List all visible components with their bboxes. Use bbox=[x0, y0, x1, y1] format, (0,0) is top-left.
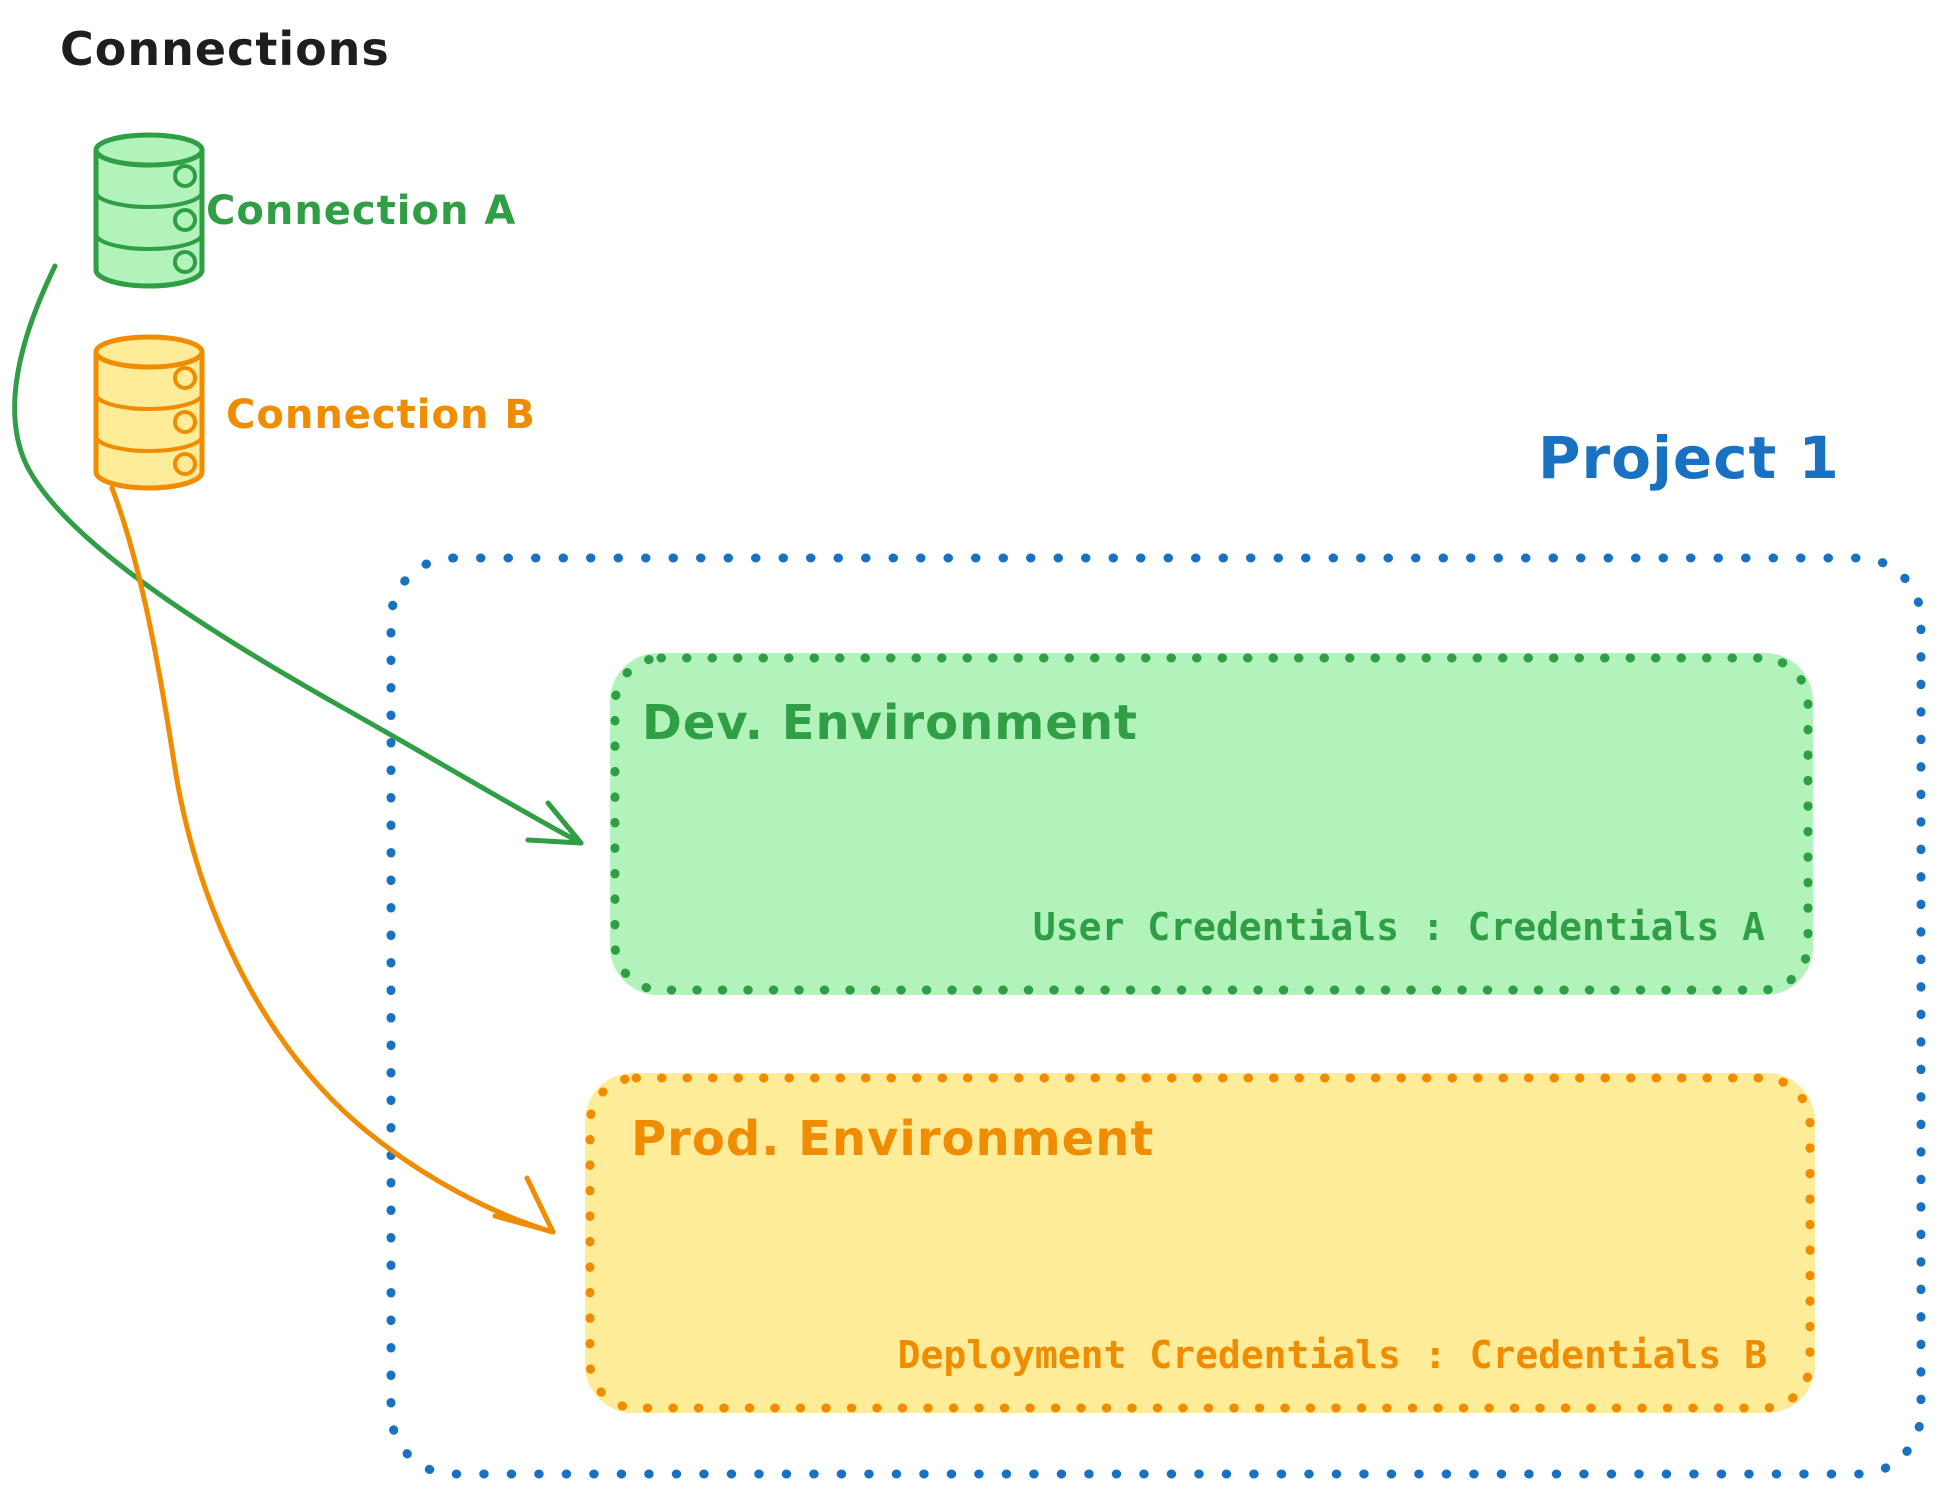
dev-environment-box: Dev. Environment User Credentials : Cred… bbox=[610, 653, 1813, 995]
connection-b-label: Connection B bbox=[226, 392, 536, 438]
database-icon bbox=[93, 334, 205, 491]
database-icon bbox=[93, 132, 205, 289]
connections-section-title: Connections bbox=[60, 22, 390, 76]
dev-environment-credentials-text: User Credentials : Credentials A bbox=[1032, 905, 1765, 949]
project-title: Project 1 bbox=[1538, 424, 1840, 492]
prod-environment-credentials-text: Deployment Credentials : Credentials B bbox=[897, 1333, 1767, 1377]
connection-a-label: Connection A bbox=[206, 188, 517, 234]
dev-environment-title: Dev. Environment bbox=[642, 695, 1138, 751]
prod-environment-title: Prod. Environment bbox=[631, 1111, 1155, 1167]
prod-environment-box: Prod. Environment Deployment Credentials… bbox=[585, 1073, 1815, 1413]
